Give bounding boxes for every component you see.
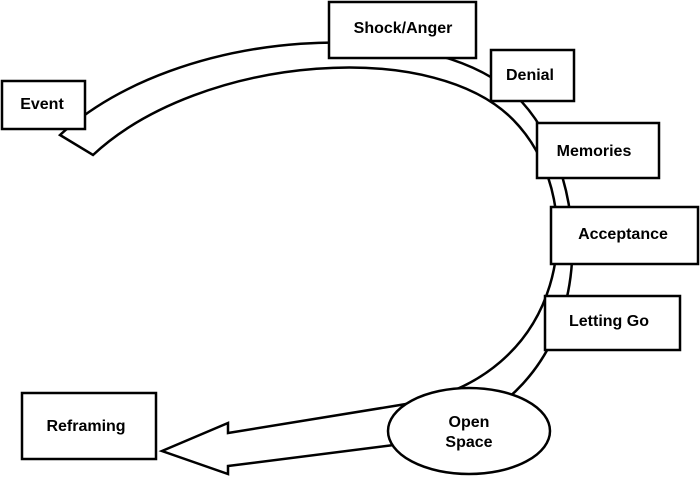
node-acceptance-label: Acceptance <box>578 226 668 243</box>
node-denial: Denial <box>489 48 576 103</box>
node-memories: Memories <box>535 121 661 180</box>
node-shock-anger-label: Shock/Anger <box>354 20 453 37</box>
node-acceptance-box <box>549 205 700 266</box>
node-memories-label: Memories <box>557 143 632 160</box>
node-open-space-label-line1: Open <box>449 414 490 431</box>
node-open-space-ellipse <box>386 386 552 476</box>
node-reframing-label: Reframing <box>46 418 125 435</box>
node-denial-label: Denial <box>506 67 554 84</box>
node-letting-go: Letting Go <box>543 294 682 352</box>
node-event-box <box>0 79 87 131</box>
node-event: Event <box>0 79 87 131</box>
node-acceptance: Acceptance <box>549 205 700 266</box>
node-letting-go-box <box>543 294 682 352</box>
node-reframing: Reframing <box>20 391 158 461</box>
node-open-space: Open Space <box>386 386 552 476</box>
node-reframing-box <box>20 391 158 461</box>
node-shock-anger-box <box>327 0 478 60</box>
node-denial-box <box>489 48 576 103</box>
node-shock-anger: Shock/Anger <box>327 0 478 60</box>
node-letting-go-label: Letting Go <box>569 313 649 330</box>
node-open-space-label-line2: Space <box>445 434 492 451</box>
node-memories-box <box>535 121 661 180</box>
node-event-label: Event <box>20 96 64 113</box>
